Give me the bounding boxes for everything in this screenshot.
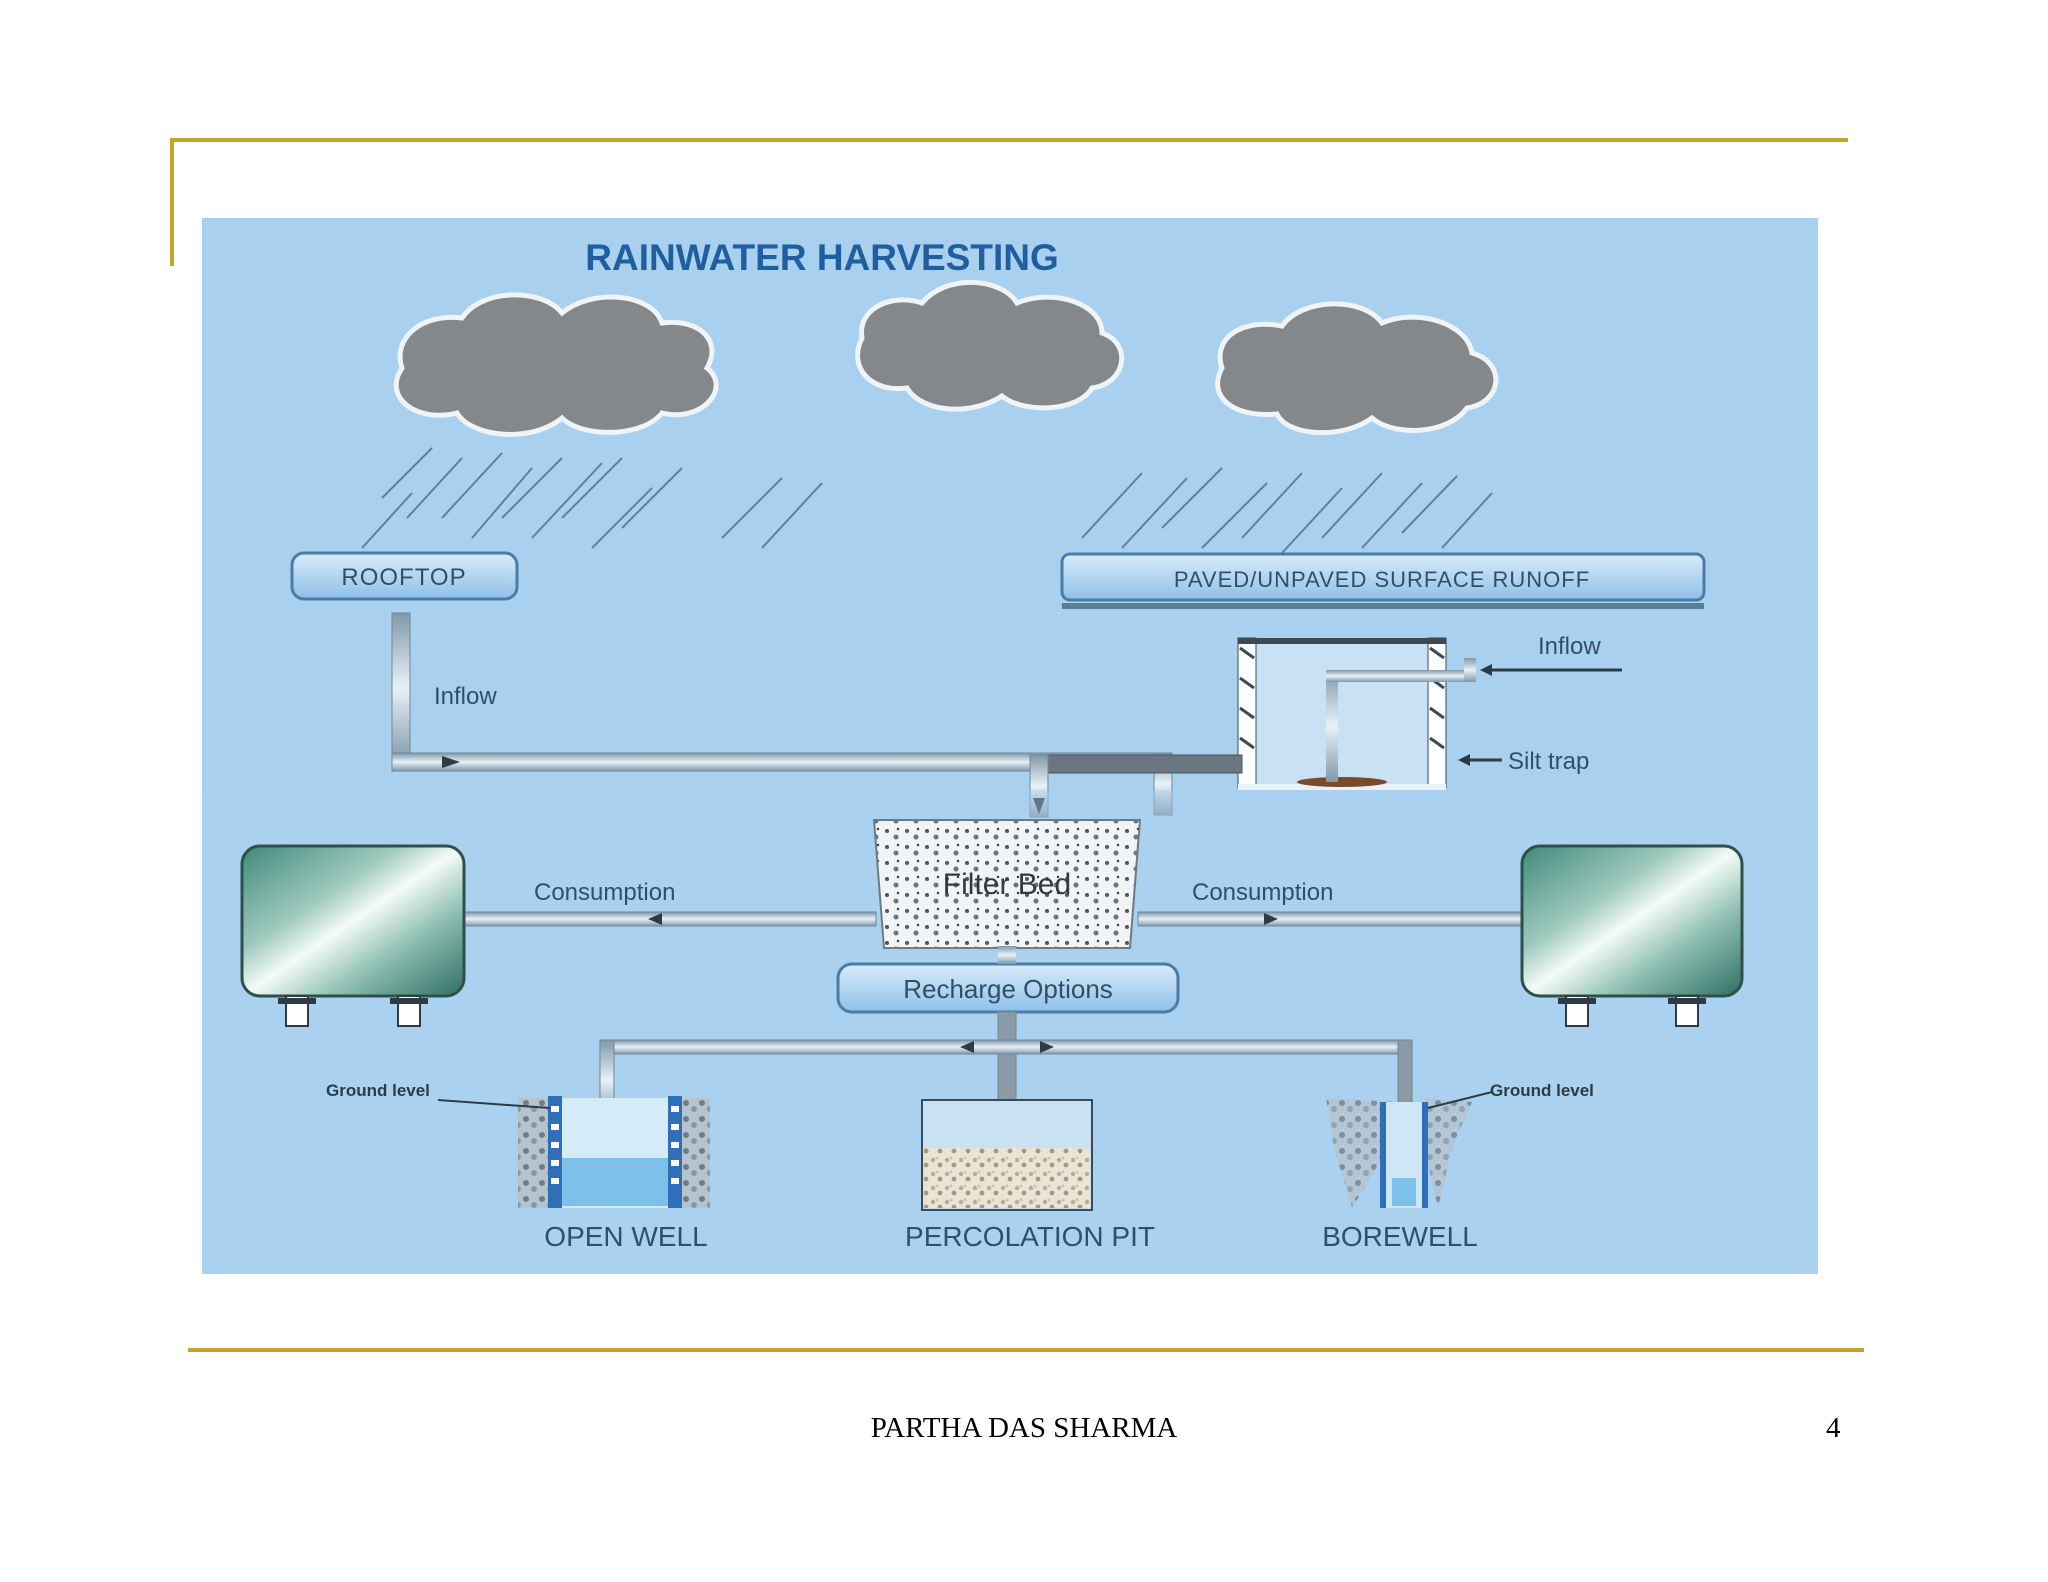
runoff-inflow-pipe [1029, 754, 1243, 818]
silt-trap-arrow-icon [1458, 754, 1502, 766]
rainwater-harvesting-diagram: RAINWATER HARVESTING ROOFTOP PAVED/UNPAV… [202, 218, 1818, 1274]
open-well [518, 1096, 710, 1208]
slide-top-rule [170, 138, 1848, 142]
page-number: 4 [1826, 1412, 1841, 1444]
consumption-pipe-left [463, 911, 877, 927]
recharge-options-label: Recharge Options [836, 962, 1180, 1014]
rooftop-label: ROOFTOP [290, 551, 519, 601]
filter-bed: Filter Bed [872, 819, 1142, 949]
cloud-icon [855, 279, 1125, 412]
percolation-pit [921, 1099, 1093, 1211]
storage-tank-left [240, 844, 466, 1027]
svg-text:Filter Bed: Filter Bed [943, 868, 1071, 901]
slide-bottom-rule [188, 1348, 1864, 1352]
rain-streaks [361, 447, 1493, 554]
inflow-left-label: Inflow [434, 683, 497, 710]
svg-text:Recharge Options: Recharge Options [903, 974, 1113, 1004]
inflow-arrow-icon [1480, 664, 1622, 676]
silt-trap [1237, 637, 1476, 790]
percolation-pit-label: PERCOLATION PIT [905, 1221, 1155, 1252]
svg-text:PAVED/UNPAVED SURFACE RUNOFF: PAVED/UNPAVED SURFACE RUNOFF [1174, 567, 1590, 592]
consumption-pipe-right [1137, 911, 1527, 927]
ground-line-left [437, 1099, 551, 1109]
ground-level-left-label: Ground level [326, 1081, 430, 1100]
borewell [1326, 1098, 1472, 1208]
storage-tank-right [1520, 844, 1744, 1027]
consumption-left-label: Consumption [534, 879, 675, 906]
ground-level-right-label: Ground level [1490, 1081, 1594, 1100]
open-well-label: OPEN WELL [544, 1221, 707, 1252]
cloud-icon [393, 292, 719, 437]
footer-author: PARTHA DAS SHARMA [870, 1412, 1178, 1444]
cloud-icon [1215, 301, 1499, 436]
ground-line-right [1427, 1091, 1493, 1109]
consumption-right-label: Consumption [1192, 879, 1333, 906]
diagram-title: RAINWATER HARVESTING [585, 237, 1058, 278]
borewell-label: BOREWELL [1322, 1221, 1478, 1252]
silt-trap-label: Silt trap [1508, 748, 1589, 775]
surface-runoff-label: PAVED/UNPAVED SURFACE RUNOFF [1060, 552, 1706, 609]
recharge-distribution-pipes [599, 946, 1413, 1121]
svg-text:ROOFTOP: ROOFTOP [341, 564, 466, 591]
inflow-right-label: Inflow [1538, 633, 1601, 660]
slide-left-rule [170, 138, 174, 266]
